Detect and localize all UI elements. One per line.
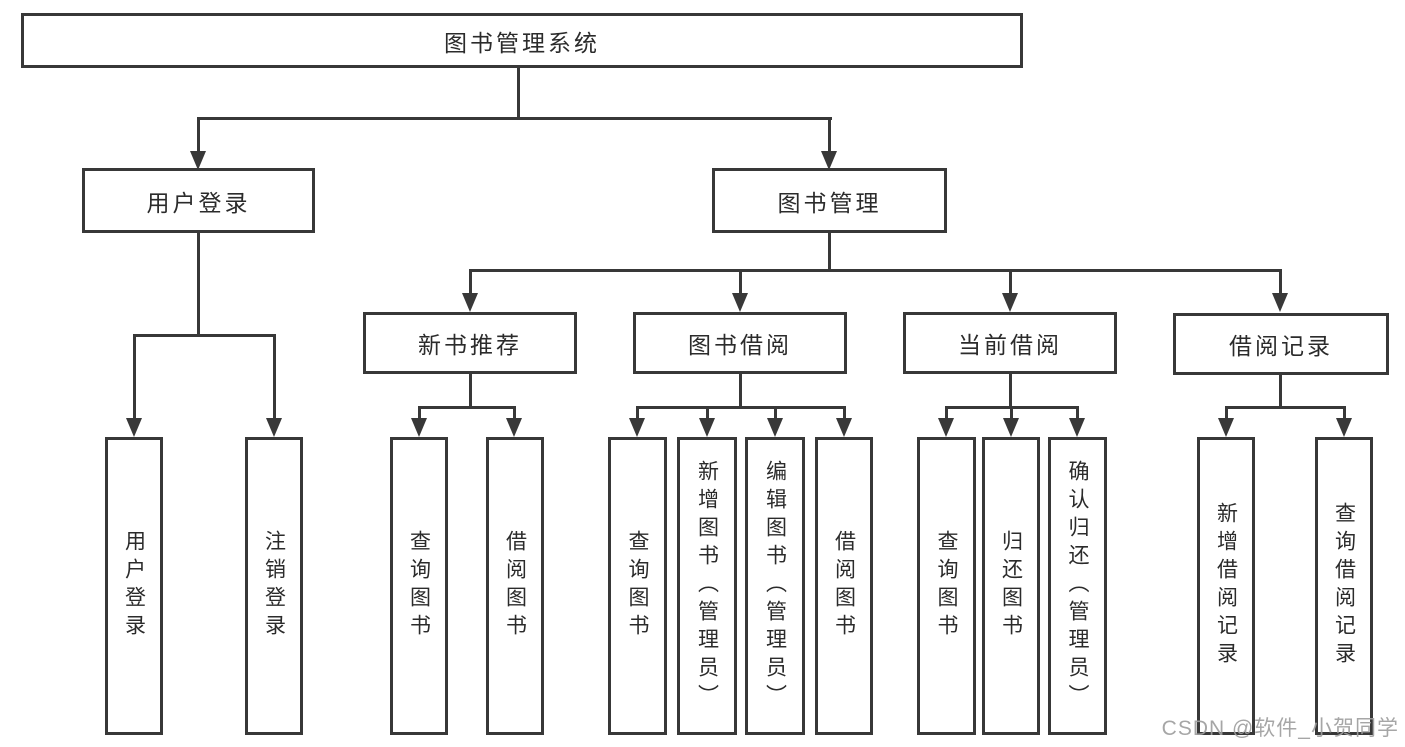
connector-line xyxy=(774,406,777,421)
connector-line xyxy=(469,269,472,296)
arrowhead-icon xyxy=(938,418,954,437)
connector-line xyxy=(133,334,136,420)
leaf-return-books: 归还图书 xyxy=(982,437,1040,735)
leaf-return-books-label: 归还图书 xyxy=(999,530,1023,642)
leaf-add-books-admin: 新增图书（管理员） xyxy=(677,437,737,735)
connector-line xyxy=(739,269,742,296)
node-root: 图书管理系统 xyxy=(21,13,1023,68)
connector-line xyxy=(1279,269,1282,296)
arrowhead-icon xyxy=(1069,418,1085,437)
arrowhead-icon xyxy=(821,151,837,170)
node-current-borrowing: 当前借阅 xyxy=(903,312,1117,374)
node-new-book-recommend-label: 新书推荐 xyxy=(418,332,522,358)
leaf-query-books-recommend-label: 查询图书 xyxy=(407,530,431,642)
leaf-query-borrow-record-label: 查询借阅记录 xyxy=(1332,502,1356,670)
leaf-edit-books-admin: 编辑图书（管理员） xyxy=(745,437,805,735)
leaf-user-login: 用户登录 xyxy=(105,437,163,735)
connector-line xyxy=(469,269,1282,272)
leaf-user-login-label: 用户登录 xyxy=(122,530,146,642)
node-book-management: 图书管理 xyxy=(712,168,947,233)
node-borrowing-records: 借阅记录 xyxy=(1173,313,1389,375)
connector-line xyxy=(1343,406,1346,421)
leaf-query-books-current: 查询图书 xyxy=(917,437,976,735)
connector-line xyxy=(1225,406,1228,421)
leaf-logout: 注销登录 xyxy=(245,437,303,735)
leaf-add-books-admin-label: 新增图书（管理员） xyxy=(695,460,719,712)
arrowhead-icon xyxy=(190,151,206,170)
arrowhead-icon xyxy=(1218,418,1234,437)
connector-line xyxy=(513,406,516,421)
connector-line xyxy=(273,334,276,420)
leaf-query-books-borrowing: 查询图书 xyxy=(608,437,667,735)
leaf-confirm-return-admin-label: 确认归还（管理员） xyxy=(1066,460,1089,712)
leaf-query-books-recommend: 查询图书 xyxy=(390,437,448,735)
connector-line xyxy=(706,406,709,421)
connector-line xyxy=(1009,269,1012,296)
node-new-book-recommend: 新书推荐 xyxy=(363,312,577,374)
node-borrowing-records-label: 借阅记录 xyxy=(1229,333,1333,359)
arrowhead-icon xyxy=(126,418,142,437)
arrowhead-icon xyxy=(1272,293,1288,312)
leaf-confirm-return-admin: 确认归还（管理员） xyxy=(1048,437,1107,735)
connector-line xyxy=(636,406,639,421)
arrowhead-icon xyxy=(462,293,478,312)
leaf-borrow-books-recommend-label: 借阅图书 xyxy=(503,530,527,642)
leaf-query-books-borrowing-label: 查询图书 xyxy=(626,530,649,642)
leaf-borrow-books-label: 借阅图书 xyxy=(832,530,856,642)
arrowhead-icon xyxy=(836,418,852,437)
leaf-borrow-books: 借阅图书 xyxy=(815,437,873,735)
node-book-borrowing-label: 图书借阅 xyxy=(688,332,792,358)
arrowhead-icon xyxy=(699,418,715,437)
leaf-edit-books-admin-label: 编辑图书（管理员） xyxy=(763,460,787,712)
node-root-label: 图书管理系统 xyxy=(444,29,600,56)
leaf-borrow-books-recommend: 借阅图书 xyxy=(486,437,544,735)
connector-line xyxy=(636,406,846,409)
connector-line xyxy=(1225,406,1346,409)
arrowhead-icon xyxy=(1003,418,1019,437)
arrowhead-icon xyxy=(767,418,783,437)
leaf-query-borrow-record: 查询借阅记录 xyxy=(1315,437,1373,735)
connector-line xyxy=(1076,406,1079,421)
connector-line xyxy=(418,406,516,409)
leaf-add-borrow-record: 新增借阅记录 xyxy=(1197,437,1255,735)
arrowhead-icon xyxy=(629,418,645,437)
arrowhead-icon xyxy=(411,418,427,437)
node-book-management-label: 图书管理 xyxy=(777,189,882,216)
node-user-login: 用户登录 xyxy=(82,168,315,233)
node-user-login-label: 用户登录 xyxy=(146,189,251,216)
leaf-add-borrow-record-label: 新增借阅记录 xyxy=(1214,502,1238,670)
connector-line xyxy=(197,117,200,153)
connector-line xyxy=(133,334,276,337)
connector-line xyxy=(739,372,742,409)
leaf-logout-label: 注销登录 xyxy=(262,530,286,642)
leaf-query-books-current-label: 查询图书 xyxy=(935,530,958,642)
node-current-borrowing-label: 当前借阅 xyxy=(958,332,1062,358)
arrowhead-icon xyxy=(506,418,522,437)
connector-line xyxy=(1009,372,1012,409)
connector-line xyxy=(828,117,831,153)
node-book-borrowing: 图书借阅 xyxy=(633,312,847,374)
connector-line xyxy=(945,406,948,421)
connector-line xyxy=(1279,373,1282,409)
arrowhead-icon xyxy=(1336,418,1352,437)
connector-line xyxy=(517,66,520,119)
connector-line xyxy=(1010,406,1013,421)
connector-line xyxy=(418,406,421,421)
connector-line xyxy=(843,406,846,421)
connector-line xyxy=(828,231,831,272)
connector-line xyxy=(197,231,200,337)
arrowhead-icon xyxy=(266,418,282,437)
arrowhead-icon xyxy=(732,293,748,312)
connector-line xyxy=(197,117,832,120)
arrowhead-icon xyxy=(1002,293,1018,312)
connector-line xyxy=(469,372,472,409)
